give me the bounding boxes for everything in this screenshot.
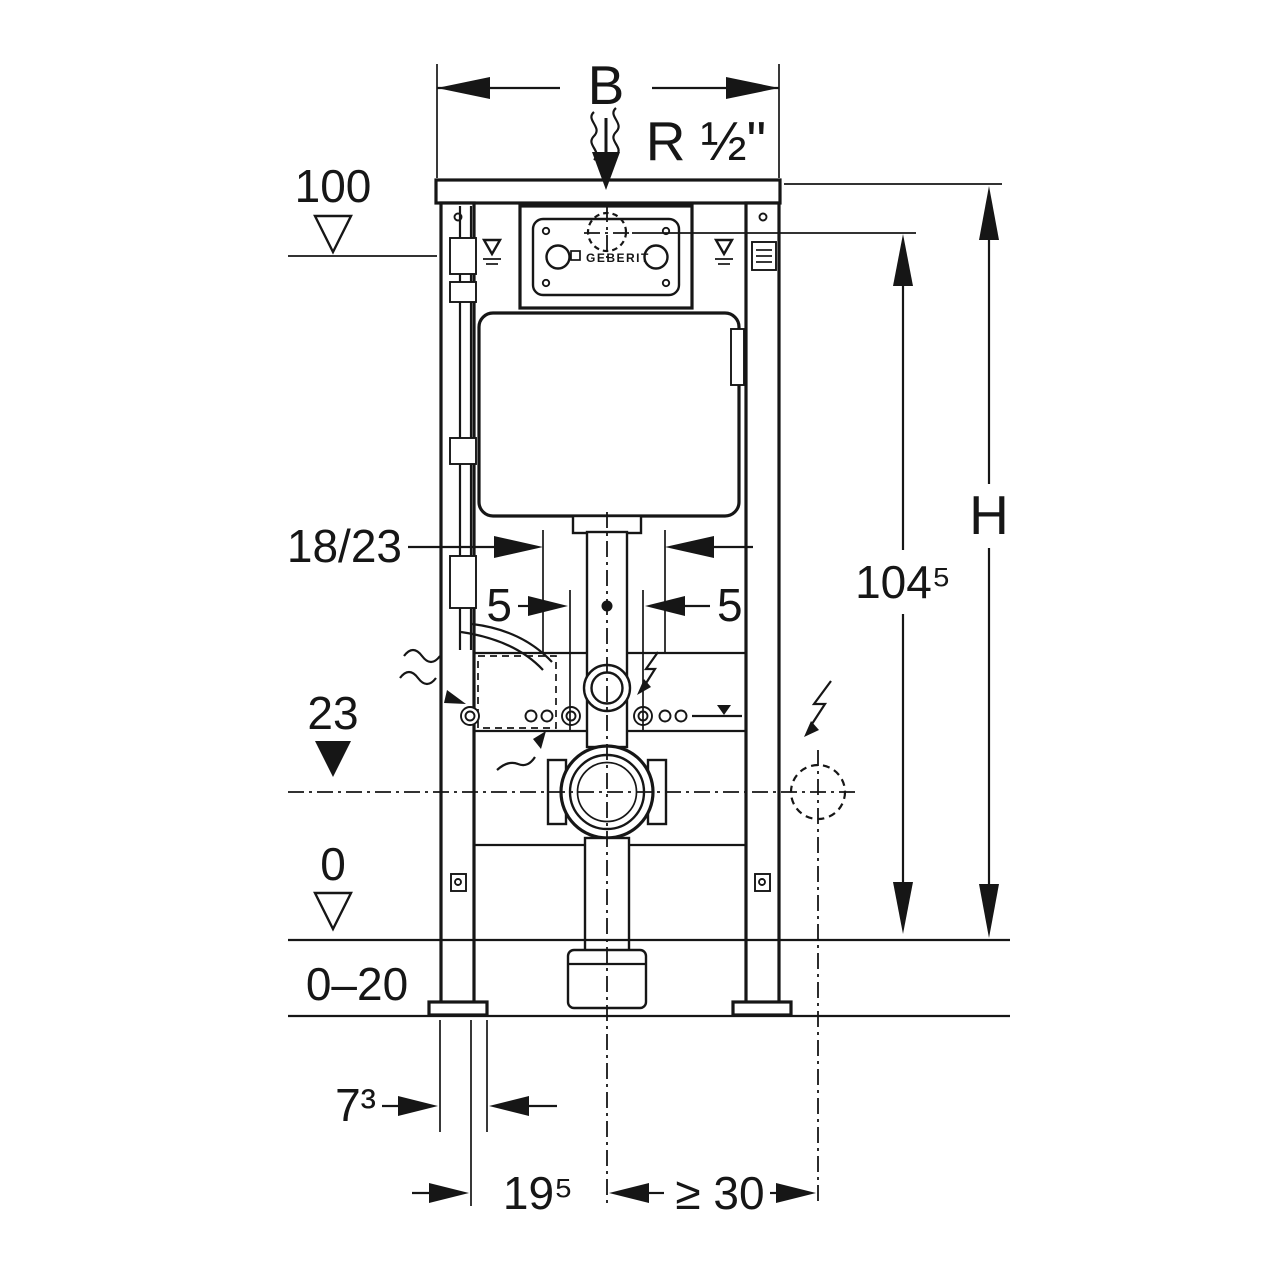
leg-bolt-left	[454, 878, 462, 886]
level-triangle-filled	[315, 741, 351, 777]
supply-bend-inner	[471, 622, 553, 663]
fixing-hole	[524, 709, 538, 723]
dimension-height-h: H	[784, 183, 1009, 938]
dimension-19-5: 19⁵	[412, 1020, 573, 1219]
level-0-label: 0	[320, 838, 346, 890]
dim-arrowhead	[429, 1183, 469, 1203]
connection-arrowhead	[592, 152, 620, 190]
fixing-hole	[658, 709, 672, 723]
frame-foot-left	[427, 1000, 489, 1017]
lightning-bolt-icon	[809, 680, 832, 728]
lightning-bolt-icon	[642, 651, 659, 689]
level-triangle-open	[313, 214, 353, 255]
supply-connection-area	[399, 622, 742, 771]
dim-30-label: ≥ 30	[675, 1167, 764, 1219]
level-marker-23: 23	[307, 687, 359, 777]
dim-arrowhead	[645, 596, 685, 616]
dim-arrowhead	[489, 1096, 529, 1116]
hose-squiggle-icon	[496, 756, 536, 771]
leg-bolt-right	[758, 878, 766, 886]
dim-b-label: B	[588, 54, 625, 116]
frame-bolt-top-right	[758, 212, 768, 222]
dim-1823-label: 18/23	[287, 520, 402, 572]
plate-button-left	[545, 244, 571, 270]
level-marker-0-20: 0–20	[306, 958, 408, 1010]
geberit-logo-text: GEBERIT	[586, 251, 650, 265]
dim-arrowhead	[726, 77, 779, 99]
dim-arrowhead	[494, 536, 543, 558]
lightning-arrowhead-icon	[637, 679, 651, 695]
hose-arrowhead-icon	[533, 731, 546, 749]
flush-plate-panel	[531, 217, 681, 297]
dim-arrowhead	[398, 1096, 438, 1116]
supply-fitting	[449, 237, 477, 275]
dim-arrowhead	[979, 186, 999, 240]
dimension-offset-5-left: 5	[486, 579, 571, 731]
level-23-label: 23	[307, 687, 358, 739]
dim-arrowhead	[893, 234, 913, 286]
plate-screw	[541, 278, 551, 288]
connection-port-left-bore	[565, 710, 577, 722]
dim-arrowhead	[437, 77, 490, 99]
frame-foot-right	[731, 1000, 793, 1017]
supply-elbow-bore	[464, 710, 476, 722]
fixing-hole	[674, 709, 688, 723]
level-triangle-open	[313, 891, 353, 932]
hose-squiggle-icon	[399, 670, 437, 686]
dim-arrowhead	[528, 596, 568, 616]
water-connection-label: R ½"	[646, 110, 766, 172]
geberit-logo-mark	[570, 250, 581, 261]
connection-option-zone	[477, 655, 557, 729]
floor-lines	[288, 938, 1010, 1018]
plate-screw	[541, 226, 551, 236]
supply-fitting	[449, 437, 477, 465]
dim-h-label: H	[969, 484, 1009, 546]
dim-arrowhead	[609, 1183, 649, 1203]
level-tick	[717, 705, 731, 715]
water-level-symbols	[481, 238, 777, 271]
center-reference-dot	[601, 600, 613, 612]
dim-73-label: 7³	[335, 1079, 376, 1131]
plate-screw	[661, 278, 671, 288]
water-level-icon	[481, 238, 503, 257]
level-100-label: 100	[295, 160, 372, 212]
dim-arrowhead	[665, 536, 714, 558]
water-supply-pipe	[449, 206, 477, 650]
dim-195-label: 19⁵	[503, 1167, 573, 1219]
dim-arrowhead	[893, 882, 913, 934]
dimension-offset-5-right: 5	[601, 579, 743, 731]
dimension-18-23: 18/23	[287, 520, 753, 652]
concealed-cistern	[477, 311, 745, 518]
supply-bend-outer	[460, 630, 544, 671]
hose-arrowhead-icon	[444, 690, 466, 704]
lightning-arrowhead-icon	[804, 721, 819, 737]
cistern-overflow	[730, 328, 745, 386]
supply-fitting	[449, 281, 477, 303]
dim-5-left-label: 5	[486, 579, 512, 631]
level-0-20-label: 0–20	[306, 958, 408, 1010]
dimension-width-b: B	[436, 54, 780, 178]
water-level-icon	[713, 238, 735, 257]
cistern-body	[477, 311, 741, 518]
plate-button-right	[643, 244, 669, 270]
hose-squiggle-icon	[403, 648, 441, 664]
dimension-7-3: 7³	[335, 1020, 557, 1132]
supply-fitting	[449, 555, 477, 609]
dim-arrowhead	[776, 1183, 816, 1203]
dim-arrowhead	[979, 884, 999, 938]
centerlines	[288, 206, 856, 1206]
dim-5-right-label: 5	[717, 579, 743, 631]
level-marker-100: 100	[288, 160, 437, 257]
water-connection: R ½"	[590, 107, 766, 190]
fixing-hole	[540, 709, 554, 723]
dimension-104-5: 104⁵	[632, 232, 951, 934]
dim-104-label: 104⁵	[855, 556, 951, 608]
water-flow-squiggle-icon	[612, 107, 620, 157]
dimension-ge-30: ≥ 30	[609, 1167, 816, 1219]
level-marker-0: 0	[313, 838, 353, 932]
flush-plate: GEBERIT	[518, 204, 694, 310]
